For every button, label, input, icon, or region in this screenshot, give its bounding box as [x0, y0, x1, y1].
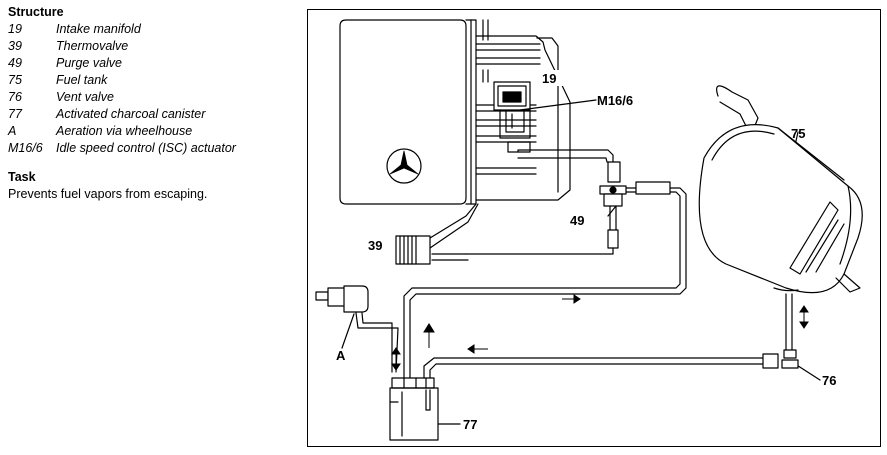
legend-code: 39 [8, 39, 22, 53]
legend-item: 39 Thermovalve [8, 38, 298, 55]
legend-text: Purge valve [56, 56, 123, 70]
fuel-tank [698, 85, 863, 294]
legend-item: 75 Fuel tank [8, 72, 298, 89]
legend-text: Vent valve [56, 90, 114, 104]
legend-text: Aeration via wheelhouse [56, 124, 193, 138]
task-heading: Task [8, 170, 36, 184]
isc-actuator [493, 81, 531, 153]
legend-panel: Structure 19 Intake manifold 39 Thermova… [8, 4, 298, 202]
task-text: Prevents fuel vapors from escaping. [8, 187, 208, 201]
label-a: A [336, 348, 346, 363]
structure-heading: Structure [8, 5, 64, 19]
charcoal-canister [389, 377, 439, 441]
arrow-left-icon [467, 344, 488, 354]
label-19: 19 [542, 71, 556, 86]
legend-item: 77 Activated charcoal canister [8, 106, 298, 123]
thermovalve [395, 235, 431, 265]
arrow-up-icon [423, 323, 435, 348]
label-49: 49 [570, 213, 584, 228]
engine-block [339, 19, 477, 205]
label-leader-line [607, 205, 617, 217]
legend-item: 76 Vent valve [8, 89, 298, 106]
diagram-canvas: 19 M16/6 75 49 39 A 76 77 [315, 19, 863, 441]
legend-item: M16/6 Idle speed control (ISC) actuator [8, 140, 298, 157]
mercedes-star-icon [386, 148, 422, 184]
label-39: 39 [368, 238, 382, 253]
evap-system-diagram: 19 M16/6 75 49 39 A 76 77 [307, 9, 881, 447]
vent-valve [762, 349, 799, 369]
label-leader-line [341, 313, 355, 349]
double-arrow-icon [391, 347, 401, 371]
purge-valve [599, 161, 671, 207]
label-m16-6: M16/6 [597, 93, 633, 108]
legend-item: 49 Purge valve [8, 55, 298, 72]
legend-text: Fuel tank [56, 73, 108, 87]
legend-item: A Aeration via wheelhouse [8, 123, 298, 140]
legend-code: 19 [8, 22, 22, 36]
legend-code: 76 [8, 90, 22, 104]
legend-text: Intake manifold [56, 22, 141, 36]
label-76: 76 [822, 373, 836, 388]
label-75: 75 [791, 126, 805, 141]
legend-text: Activated charcoal canister [56, 107, 206, 121]
label-77: 77 [463, 417, 477, 432]
legend-code: 49 [8, 56, 22, 70]
label-leader-line [519, 99, 597, 111]
legend-item: 19 Intake manifold [8, 21, 298, 38]
double-arrow-icon [799, 305, 809, 329]
legend-code: A [8, 124, 17, 138]
legend-code: 75 [8, 73, 22, 87]
legend-code: 77 [8, 107, 22, 121]
legend-text: Thermovalve [56, 39, 129, 53]
legend-code: M16/6 [8, 141, 43, 155]
aeration-nozzle [315, 285, 369, 313]
legend-text: Idle speed control (ISC) actuator [56, 141, 236, 155]
arrow-right-icon [562, 294, 581, 304]
